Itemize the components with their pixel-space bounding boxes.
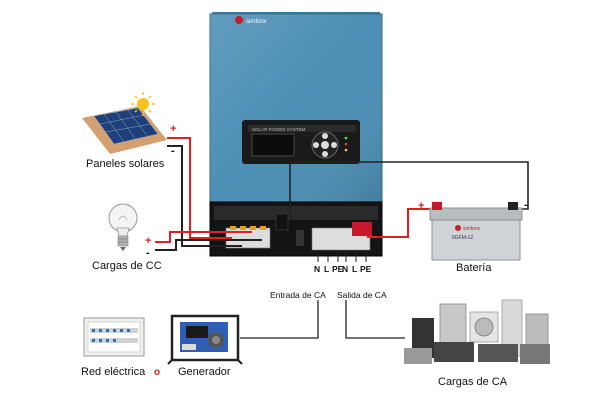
battery-minus-sign: - [524, 199, 528, 211]
light-bulb-icon [108, 203, 138, 251]
generator-label: Generador [178, 366, 231, 378]
control-panel: SOLAR POWER SYSTEM [242, 120, 360, 164]
output-terminal-n: N [342, 264, 349, 274]
or-label: o [154, 367, 161, 378]
wiring [155, 137, 529, 339]
output-terminal-l: L [352, 264, 358, 274]
ac-appliances-icon [404, 299, 550, 364]
solar-minus-sign: - [171, 145, 175, 157]
input-terminal-l: L [324, 264, 330, 274]
dc-plus-sign: + [145, 235, 152, 247]
input-terminal-pe: PE [332, 264, 344, 274]
sun-icon [131, 92, 155, 116]
terminal-bay [209, 201, 383, 257]
lcd-screen [251, 133, 295, 157]
generator-icon [167, 314, 243, 365]
grid-label: Red eléctrica [81, 366, 146, 378]
panel-title: SOLAR POWER SYSTEM [252, 127, 306, 132]
dc-minus-sign: - [146, 247, 150, 259]
ac-input-label: Entrada de CA [270, 290, 326, 300]
inverter-logo: simfonx [235, 16, 267, 25]
solar-plus-sign: + [170, 123, 177, 135]
ac-loads-label: Cargas de CA [438, 376, 508, 388]
solar-panels-label: Paneles solares [86, 158, 165, 170]
output-terminal-pe: PE [360, 264, 372, 274]
inverter-brand: simfonx [246, 19, 267, 25]
grid-panel-icon [83, 317, 145, 357]
battery-icon: simfonx 6GFM-12 [429, 202, 523, 261]
solar-panel-icon [82, 106, 167, 154]
battery-model: 6GFM-12 [452, 235, 473, 241]
battery-label: Batería [456, 262, 492, 274]
battery-terminal [352, 222, 372, 236]
dc-loads-label: Cargas de CC [92, 260, 162, 272]
battery-plus-sign: + [418, 200, 425, 212]
battery-brand: simfonx [463, 226, 481, 232]
input-terminal-n: N [314, 264, 321, 274]
breaker [275, 213, 289, 231]
inverter: simfonx SOLAR POWER SYSTEM [209, 12, 383, 257]
ac-output-label: Salida de CA [337, 290, 387, 300]
